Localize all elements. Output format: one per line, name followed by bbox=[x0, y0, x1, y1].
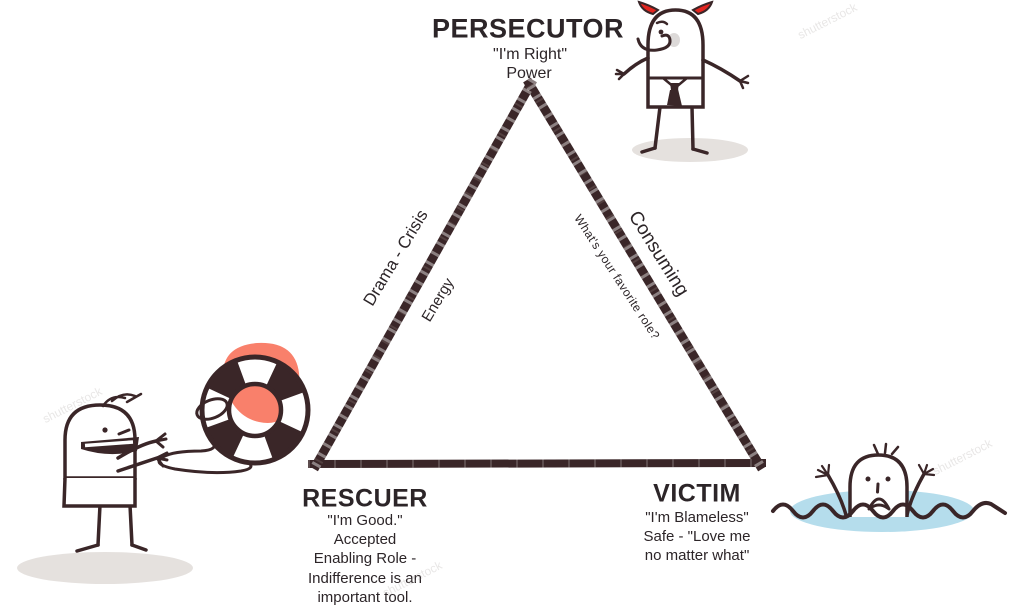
devil-horn-left-icon bbox=[637, 0, 660, 16]
persecutor-quote: "I'm Right" bbox=[493, 46, 567, 63]
rescuer-line: Indifference is an bbox=[308, 569, 422, 587]
victim-drowning-figure bbox=[771, 442, 1007, 532]
devil-shadow bbox=[632, 138, 748, 162]
triangle-right-edge bbox=[523, 77, 766, 472]
rescuer-figure-scene bbox=[17, 342, 311, 584]
victim-frown bbox=[867, 497, 891, 511]
triangle-left-edge bbox=[310, 77, 537, 472]
victim-line: "I'm Blameless" bbox=[645, 509, 749, 526]
rescuer-line: important tool. bbox=[317, 588, 413, 606]
victim-line: no matter what" bbox=[644, 547, 750, 565]
victim-label: VICTIM bbox=[653, 479, 741, 508]
rope-loop bbox=[195, 397, 229, 421]
devil-horn-right-icon bbox=[691, 0, 714, 16]
rescuer-description: "I'm Good." Accepted Enabling Role - Ind… bbox=[308, 511, 422, 607]
victim-line: Safe - "Love me bbox=[643, 528, 751, 546]
persecutor-label: PERSECUTOR bbox=[431, 13, 625, 44]
rescuer-shadow bbox=[17, 552, 193, 584]
rescuer-line: Enabling Role - bbox=[313, 550, 417, 568]
triangle-bottom-edge bbox=[307, 459, 767, 468]
rescuer-line: "I'm Good." bbox=[327, 512, 403, 529]
rescuer-line: Accepted bbox=[333, 531, 397, 549]
water-wave-line bbox=[771, 500, 1007, 520]
persecutor-devil-figure bbox=[614, 0, 750, 162]
victim-description: "I'm Blameless" Safe - "Love me no matte… bbox=[643, 508, 750, 566]
devil-tie bbox=[667, 89, 682, 106]
persecutor-power: Power bbox=[506, 65, 552, 82]
rescuer-label: RESCUER bbox=[302, 484, 428, 513]
